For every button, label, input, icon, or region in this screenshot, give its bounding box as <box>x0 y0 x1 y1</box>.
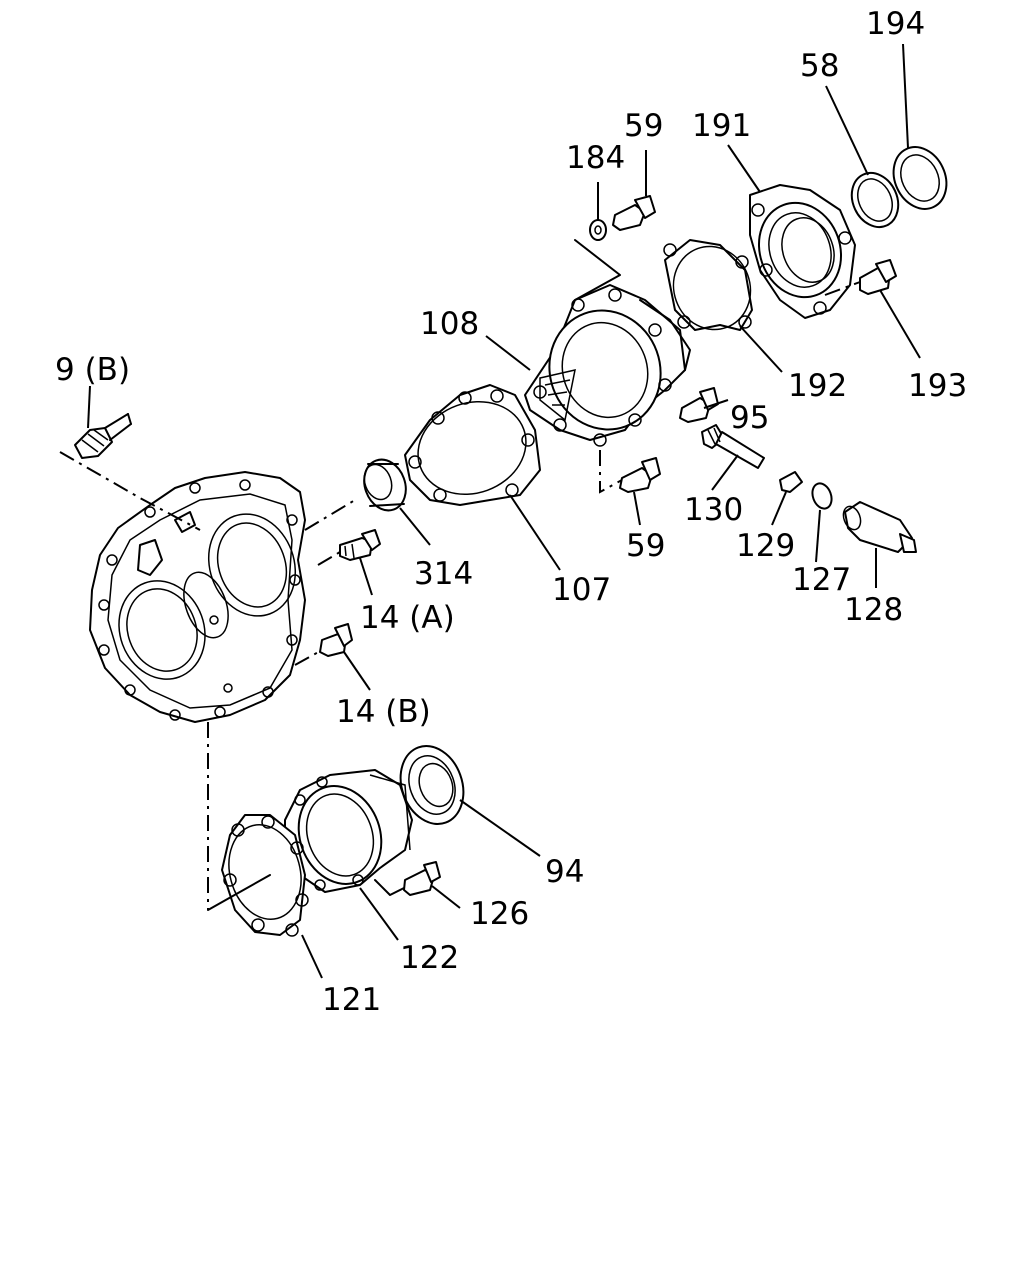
part-122-retainer <box>284 769 413 893</box>
label-14b: 14 (B) <box>336 694 431 730</box>
label-108: 108 <box>420 306 479 342</box>
part-191-retainer <box>749 184 861 319</box>
label-191: 191 <box>692 108 751 144</box>
label-126: 126 <box>470 896 529 932</box>
label-130: 130 <box>684 492 743 528</box>
label-58: 58 <box>800 48 839 84</box>
label-192: 192 <box>788 368 847 404</box>
transfer-case-housing <box>89 471 306 723</box>
label-121: 121 <box>322 982 381 1018</box>
part-192-gasket <box>663 239 753 331</box>
part-58-ring <box>850 171 900 229</box>
label-94: 94 <box>545 854 584 890</box>
part-193-bolt <box>859 259 897 295</box>
part-314-seal <box>304 458 407 531</box>
label-59-top: 59 <box>624 108 663 144</box>
part-14b-bolt <box>294 623 353 666</box>
label-122: 122 <box>400 940 459 976</box>
part-107-gasket <box>404 384 541 506</box>
label-194: 194 <box>866 6 925 42</box>
part-126-bolt <box>374 861 441 896</box>
centerlines <box>207 722 271 911</box>
part-94-seal <box>399 745 465 825</box>
label-128: 128 <box>844 592 903 628</box>
part-130-shaft <box>701 424 765 469</box>
part-129-bushing <box>779 471 803 493</box>
label-193: 193 <box>908 368 967 404</box>
part-59-top-bolt <box>612 195 656 231</box>
part-128-sleeve <box>842 501 917 553</box>
part-184-washer <box>589 219 607 241</box>
part-127-oring <box>811 482 833 510</box>
part-59-mid-bolt <box>599 450 661 494</box>
label-314: 314 <box>414 556 473 592</box>
part-14a-bolt <box>317 529 381 566</box>
label-59-mid: 59 <box>626 528 665 564</box>
part-9b-sensor <box>59 413 201 531</box>
label-107: 107 <box>552 572 611 608</box>
label-127: 127 <box>792 562 851 598</box>
label-14a: 14 (A) <box>360 600 455 636</box>
leader-lines <box>87 43 921 979</box>
label-9b: 9 (B) <box>55 352 130 388</box>
part-194-ring <box>892 146 948 210</box>
part-121-gasket <box>221 814 309 937</box>
label-184: 184 <box>566 140 625 176</box>
part-108-adapter-housing <box>524 239 691 447</box>
part-labels: 194 58 191 59 184 108 9 (B) 192 193 95 1… <box>55 6 967 1018</box>
label-129: 129 <box>736 528 795 564</box>
label-95: 95 <box>730 400 769 436</box>
